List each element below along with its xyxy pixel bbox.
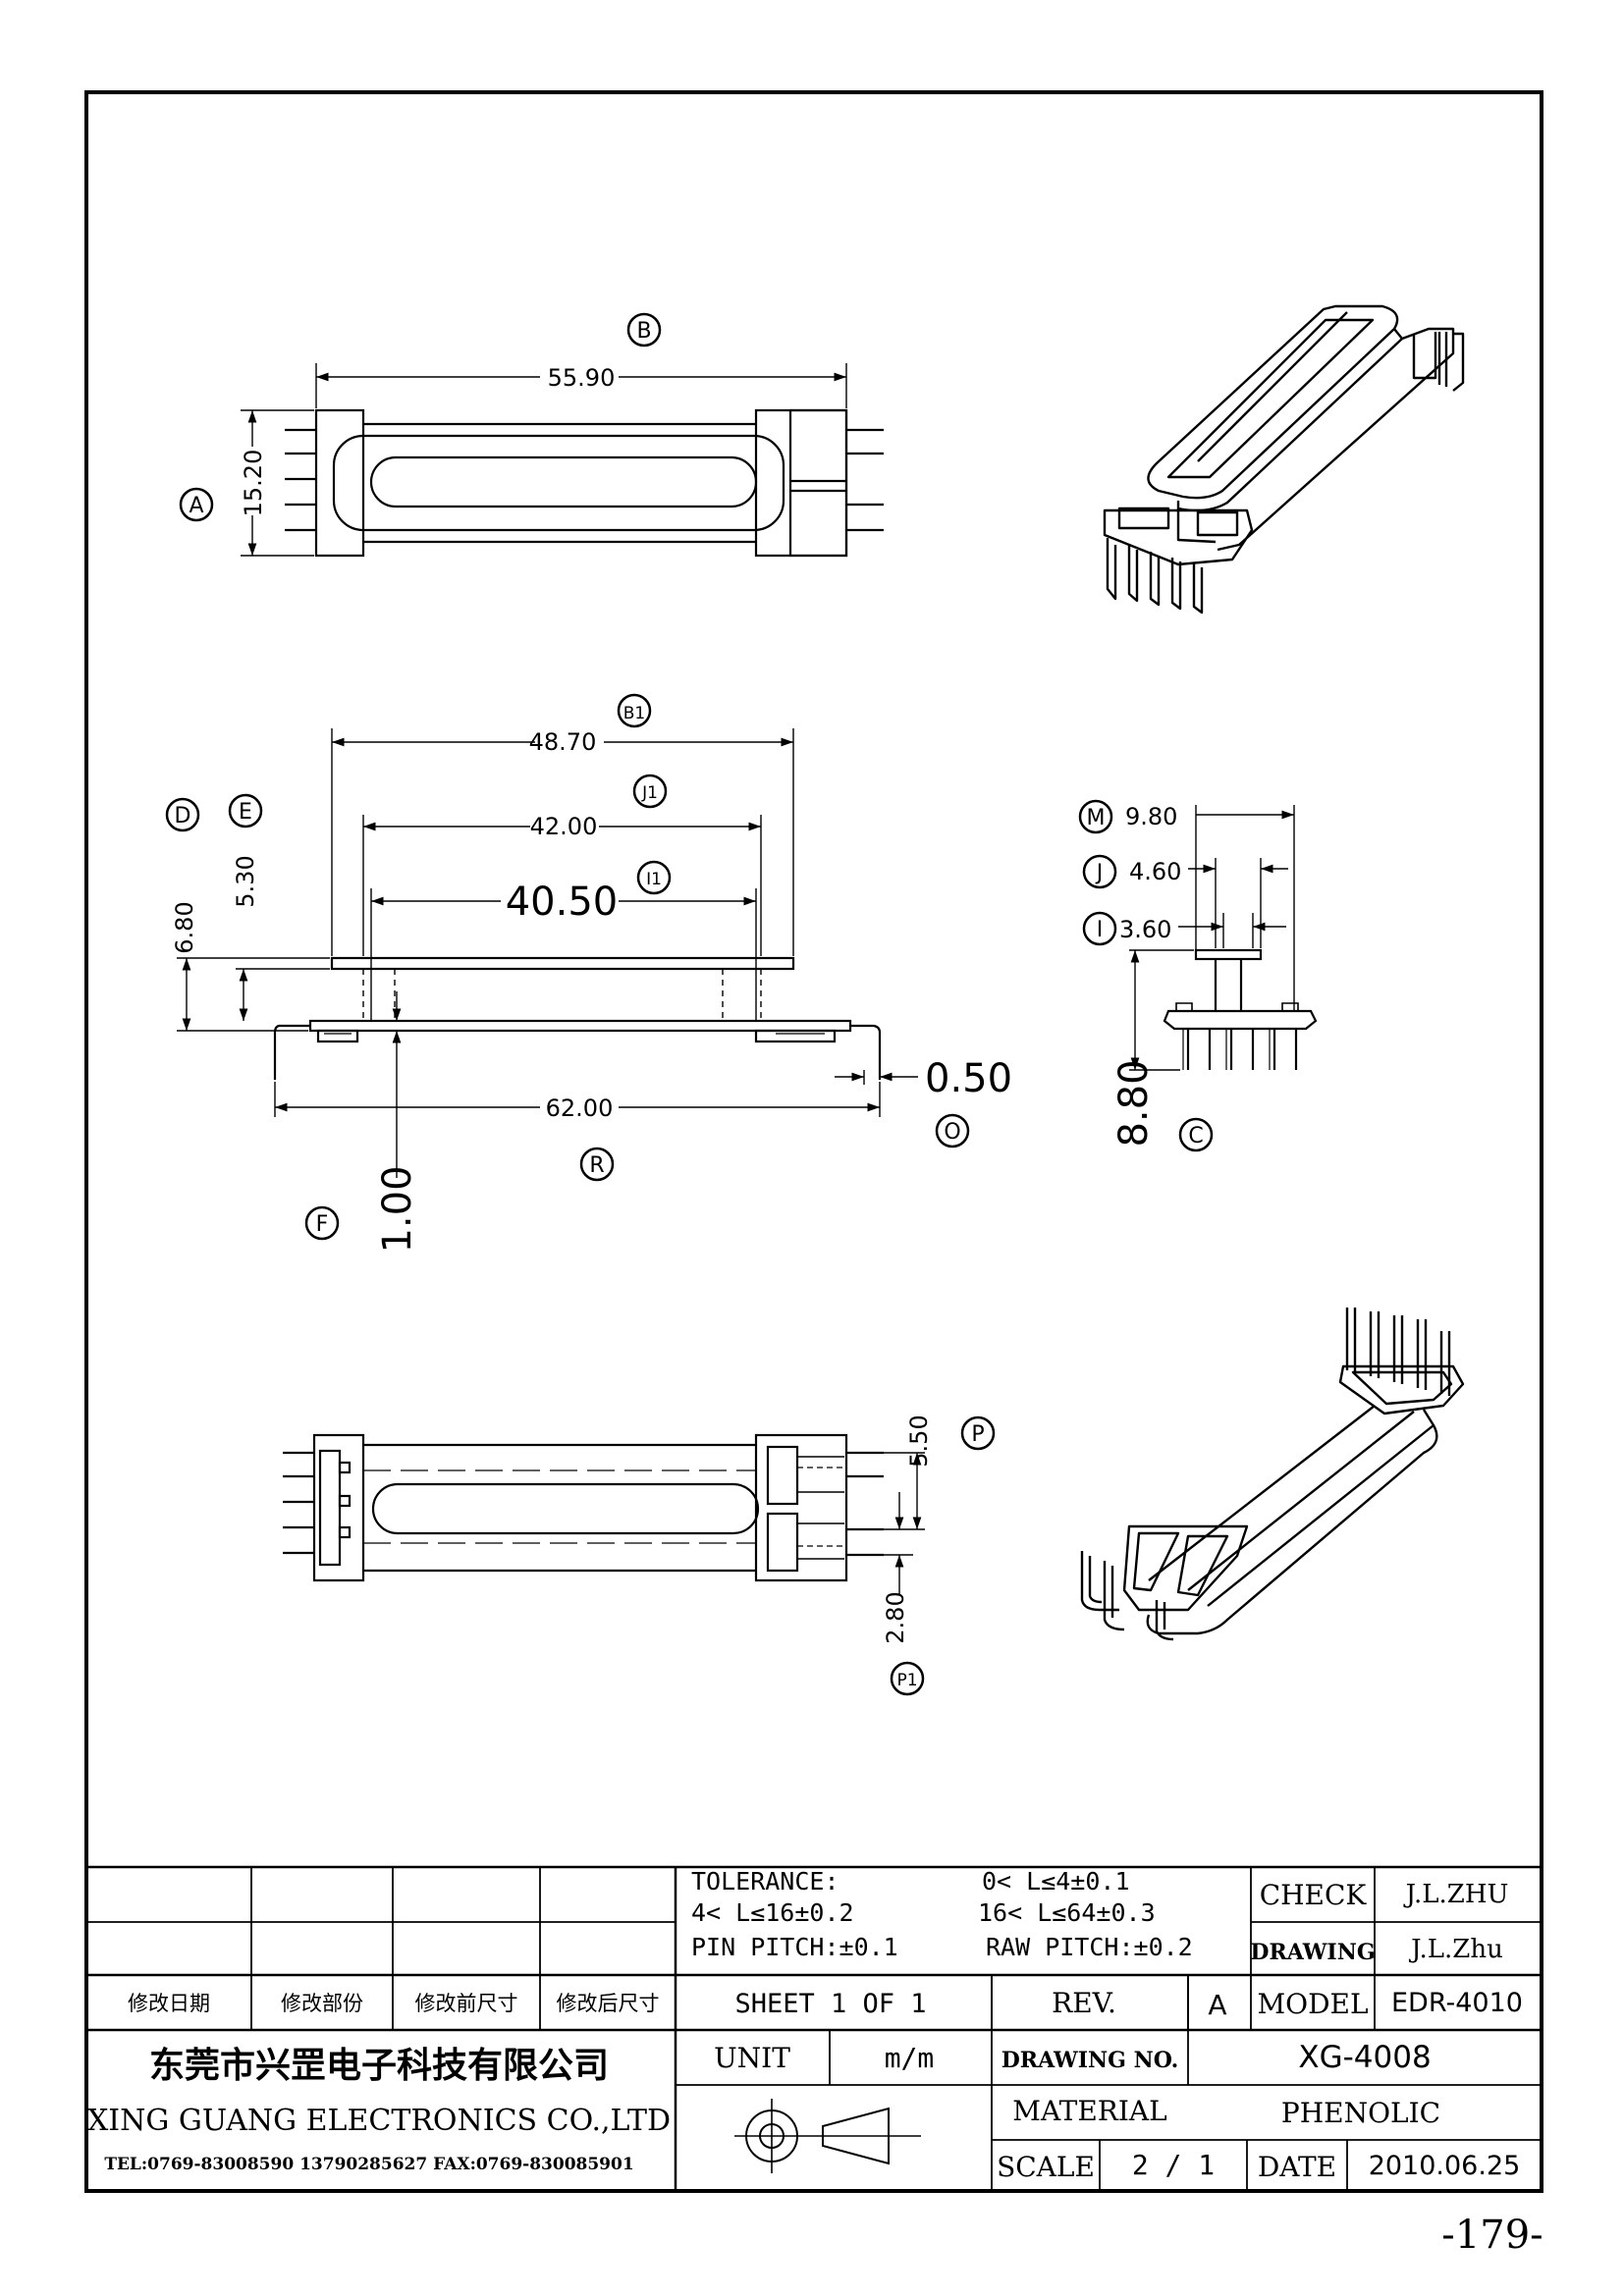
svg-text:I: I <box>1097 918 1104 942</box>
svg-text:J: J <box>1095 861 1104 885</box>
drawing-no-value: XG-4008 <box>1298 2040 1431 2075</box>
svg-text:M: M <box>1087 806 1106 830</box>
balloon-j <box>1082 854 1117 889</box>
company-contact: TEL:0769-83008590 13790285627 FAX:0769-8… <box>104 2155 633 2174</box>
svg-text:B1: B1 <box>623 704 645 723</box>
balloon-d <box>165 797 200 832</box>
svg-text:J1: J1 <box>641 783 658 803</box>
rev-header-part: 修改部份 <box>281 1992 363 2015</box>
dim-5-50: 5.50 <box>905 1415 933 1467</box>
dim-3-60: 3.60 <box>1119 916 1171 943</box>
balloon-i <box>1082 911 1117 946</box>
iso-view-bottom <box>1080 1308 1465 1641</box>
unit-value: m/m <box>885 2042 935 2074</box>
raw-pitch: RAW PITCH:±0.2 <box>986 1933 1193 1961</box>
svg-text:O: O <box>944 1120 960 1145</box>
date-label: DATE <box>1258 2151 1336 2183</box>
sheet-info: SHEET 1 OF 1 <box>734 1989 926 2019</box>
company-name-en: XING GUANG ELECTRONICS CO.,LTD <box>87 2104 671 2138</box>
rev-header-before: 修改前尺寸 <box>415 1992 518 2015</box>
balloon-j1 <box>632 774 668 809</box>
balloon-b1 <box>617 693 652 728</box>
balloon-i1 <box>636 860 672 895</box>
model-value: EDR-4010 <box>1391 1988 1523 2018</box>
dim-9-80: 9.80 <box>1125 803 1177 830</box>
model-label: MODEL <box>1257 1988 1368 2020</box>
dim-8-80: 8.80 <box>1111 1059 1157 1147</box>
dim-2-80: 2.80 <box>882 1591 909 1643</box>
svg-text:A: A <box>189 494 203 518</box>
drawing-value: J.L.Zhu <box>1408 1935 1503 1964</box>
iso-view-top <box>1103 304 1465 614</box>
balloon-p1 <box>890 1661 925 1696</box>
dim-42-00: 42.00 <box>530 813 598 840</box>
dim-55-90: 55.90 <box>548 364 616 392</box>
svg-text:P: P <box>971 1422 984 1447</box>
balloon-c <box>1178 1117 1214 1152</box>
check-label: CHECK <box>1260 1879 1368 1911</box>
tolerance-2: 4< L≤16±0.2 <box>691 1898 854 1927</box>
svg-text:R: R <box>589 1153 604 1178</box>
front-view <box>177 728 918 1178</box>
balloon-r <box>579 1147 615 1182</box>
svg-text:F: F <box>316 1212 329 1237</box>
svg-text:I1: I1 <box>646 870 662 889</box>
svg-text:C: C <box>1188 1124 1203 1148</box>
balloon-o <box>935 1113 970 1148</box>
material-value: PHENOLIC <box>1281 2097 1440 2129</box>
date-value: 2010.06.25 <box>1369 2151 1521 2181</box>
company-name-cn: 东莞市兴罡电子科技有限公司 <box>149 2046 609 2086</box>
dim-48-70: 48.70 <box>529 728 597 756</box>
unit-label: UNIT <box>714 2042 790 2074</box>
dim-5-30: 5.30 <box>232 855 259 907</box>
svg-text:P1: P1 <box>896 1671 917 1690</box>
scale-label: SCALE <box>997 2151 1095 2183</box>
dim-6-80: 6.80 <box>171 901 198 953</box>
page-number: -179- <box>1441 2213 1543 2258</box>
rev-label: REV. <box>1052 1987 1116 2019</box>
rev-header-after: 修改后尺寸 <box>557 1992 660 2015</box>
rev-header-date: 修改日期 <box>128 1992 210 2015</box>
drawing-label: DRAWING <box>1250 1940 1375 1965</box>
check-value: J.L.ZHU <box>1403 1880 1509 1909</box>
tolerance-1: 0< L≤4±0.1 <box>982 1867 1130 1896</box>
drawing-no-label: DRAWING NO. <box>1001 2048 1179 2073</box>
dim-40-50: 40.50 <box>506 880 619 925</box>
tolerance-label: TOLERANCE: <box>691 1867 839 1896</box>
dim-4-60: 4.60 <box>1129 858 1181 885</box>
balloon-e <box>228 793 263 828</box>
tolerance-3: 16< L≤64±0.3 <box>978 1898 1156 1927</box>
balloon-a <box>179 487 214 522</box>
svg-text:E: E <box>239 800 252 825</box>
sheet-border <box>84 90 1543 2193</box>
balloon-m <box>1078 799 1113 834</box>
dim-15-20: 15.20 <box>240 450 267 517</box>
dim-1-00: 1.00 <box>375 1165 420 1253</box>
pin-pitch: PIN PITCH:±0.1 <box>691 1933 898 1961</box>
dim-62-00: 62.00 <box>546 1095 614 1122</box>
balloon-b <box>626 312 662 347</box>
material-label: MATERIAL <box>1012 2095 1166 2127</box>
rev-value: A <box>1208 1989 1226 2021</box>
dim-0-50: 0.50 <box>925 1056 1012 1101</box>
side-view <box>1129 805 1318 1071</box>
svg-text:B: B <box>636 319 651 344</box>
bottom-view <box>283 1433 925 1595</box>
balloon-p <box>960 1415 996 1451</box>
scale-value: 2 / 1 <box>1132 2149 1215 2181</box>
svg-text:D: D <box>175 804 191 828</box>
balloon-f <box>304 1205 340 1241</box>
